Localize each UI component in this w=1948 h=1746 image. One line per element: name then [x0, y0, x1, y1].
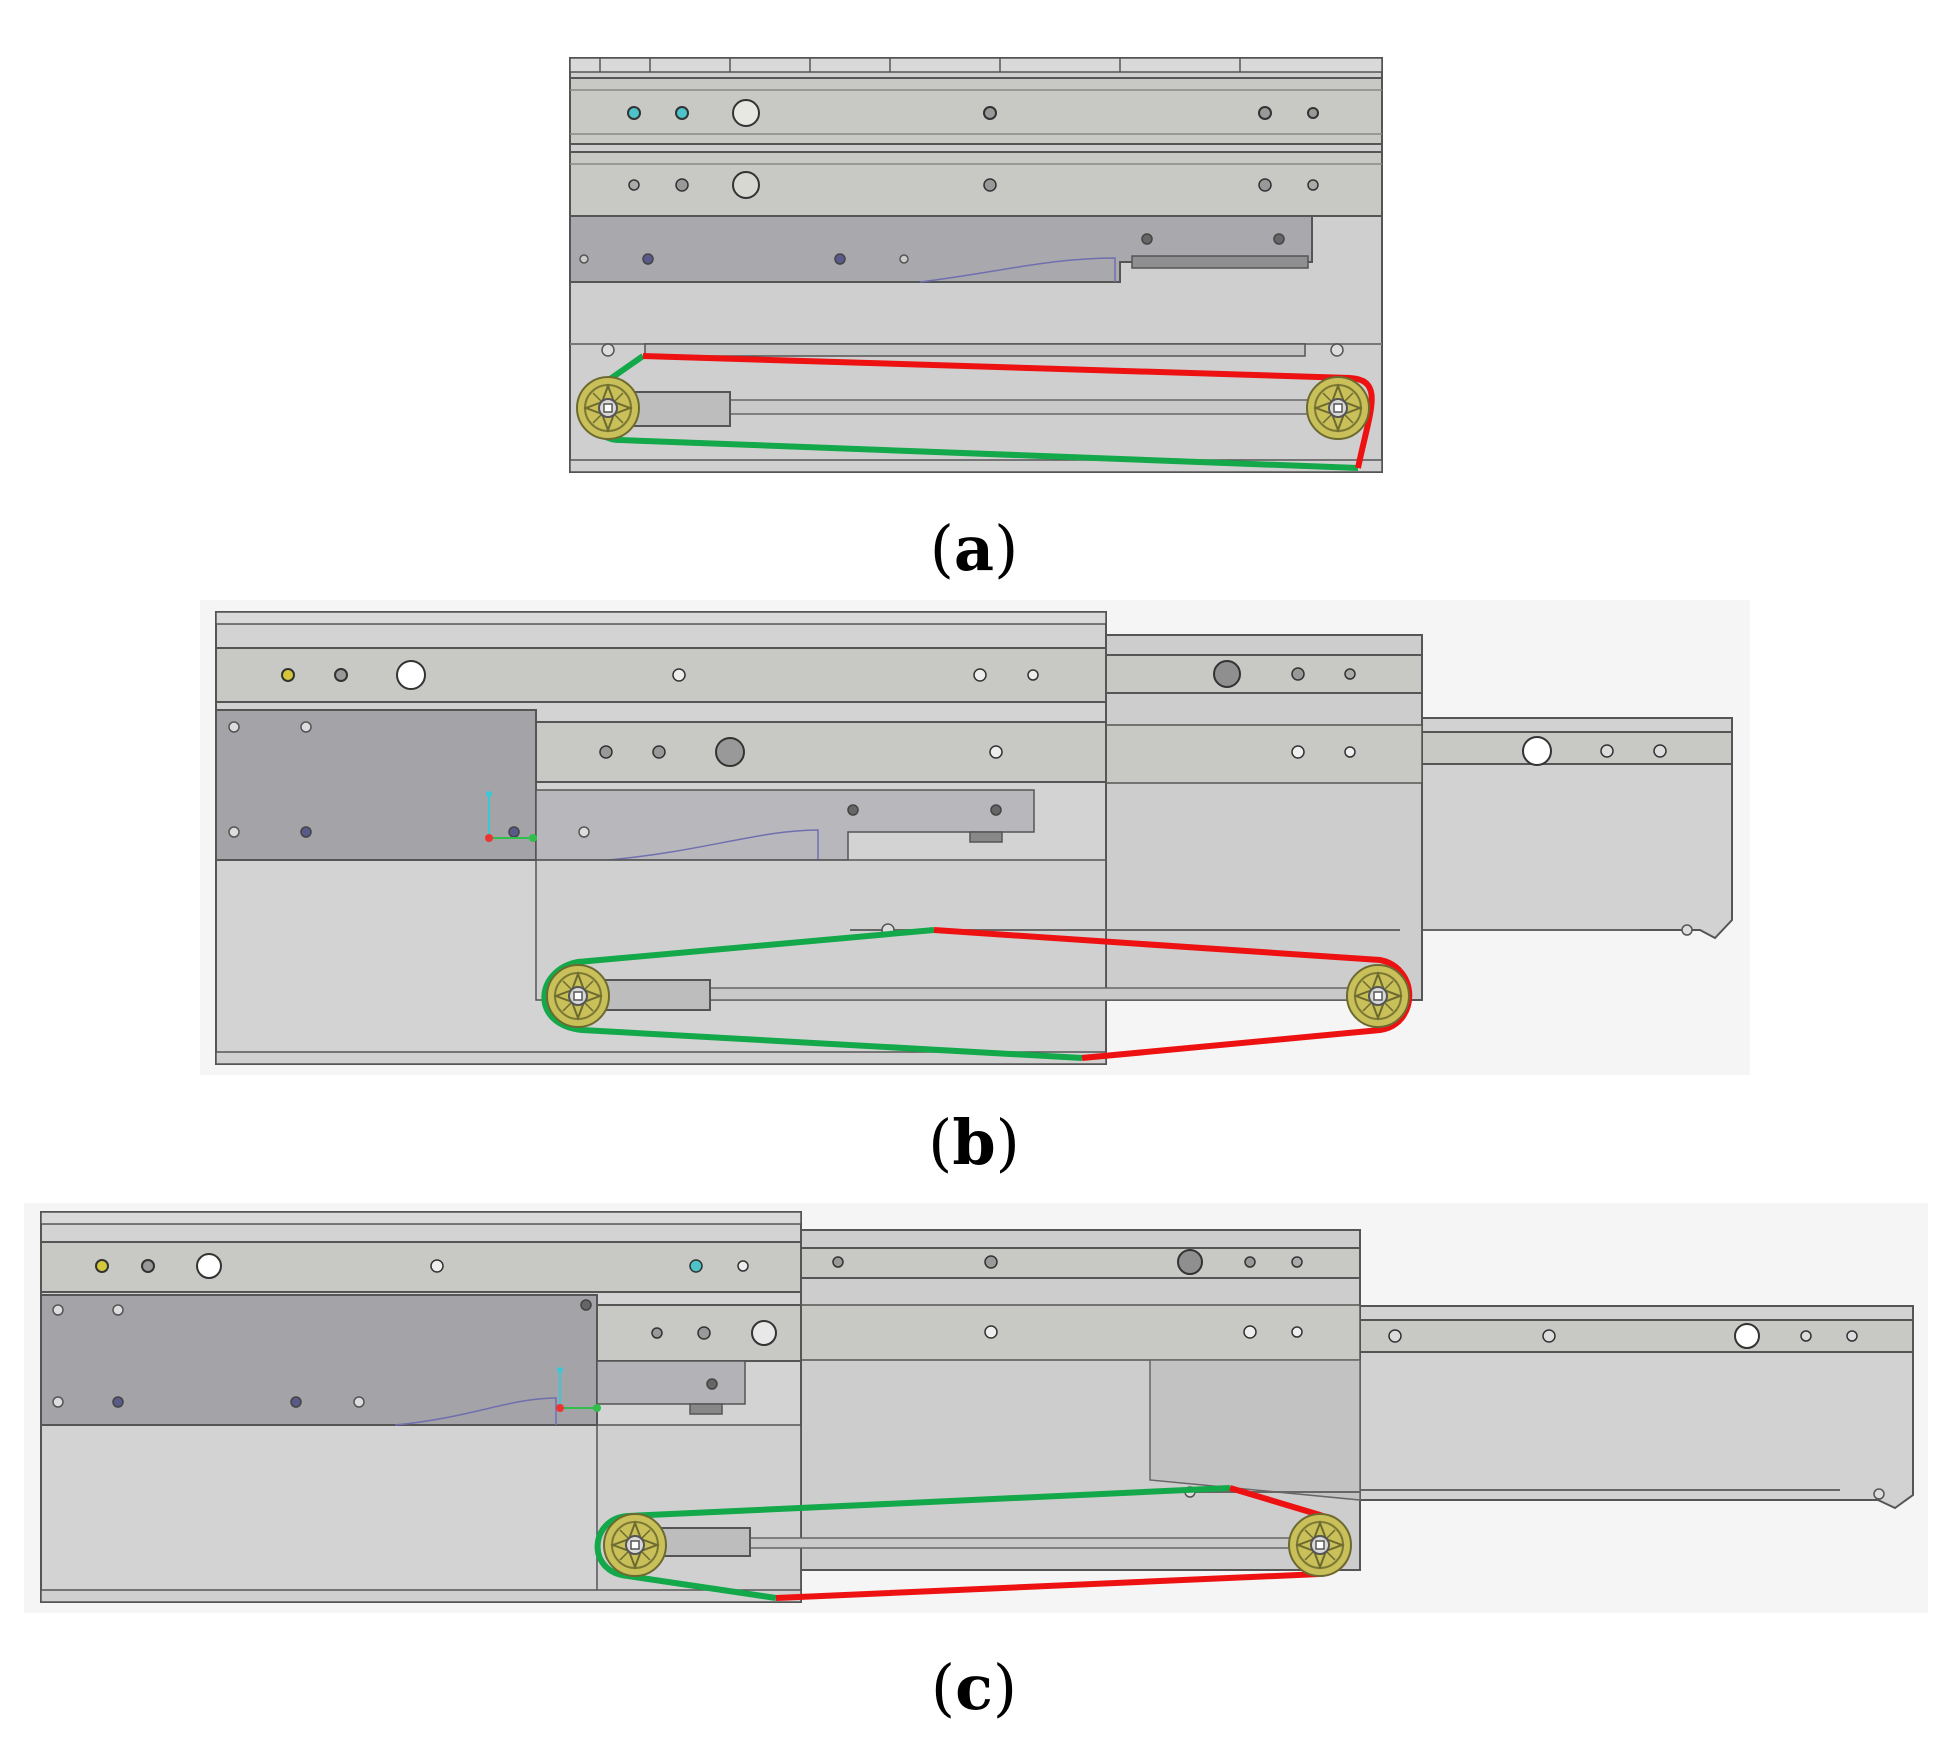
- caption-a: (a): [929, 512, 1019, 585]
- panel-a: [569, 57, 1383, 473]
- hole: [732, 99, 760, 127]
- hole: [983, 106, 997, 120]
- hole: [627, 106, 641, 120]
- drive-pulley: [546, 964, 610, 1028]
- drive-pulley: [603, 1513, 667, 1577]
- hole: [675, 106, 689, 120]
- caption-b: (b): [928, 1106, 1020, 1179]
- carriage-plate: [569, 215, 1313, 283]
- panel-c: [24, 1203, 1928, 1613]
- hole: [1307, 107, 1319, 119]
- top-strip: [569, 57, 1383, 73]
- idler-pulley: [1288, 1513, 1352, 1577]
- hole: [1258, 106, 1272, 120]
- belt-green-segment: [541, 927, 1083, 1061]
- panel-b: [200, 600, 1750, 1075]
- idler-pulley: [1346, 964, 1410, 1028]
- drive-pulley: [576, 376, 640, 440]
- caption-c: (c): [930, 1651, 1018, 1724]
- upper-rail: [569, 77, 1383, 145]
- belt-red-segment: [642, 353, 1375, 469]
- idler-pulley: [1306, 376, 1370, 440]
